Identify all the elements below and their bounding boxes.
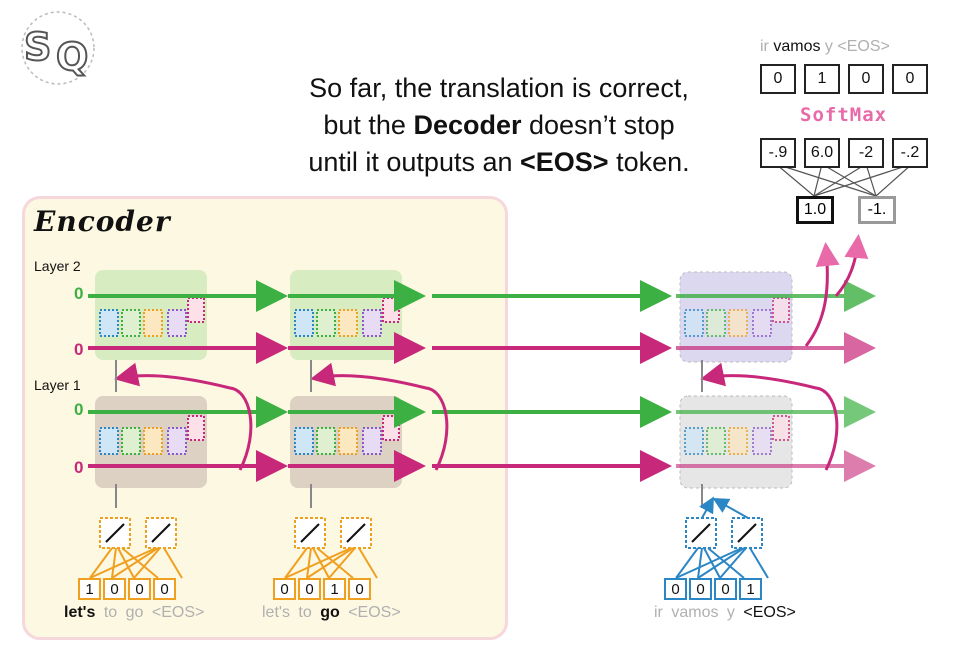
one-hot-cell: 0 (153, 578, 176, 600)
output-connections (775, 163, 913, 197)
one-hot-cell: 1 (323, 578, 346, 600)
layer-2-long-term-init: 0 (74, 340, 84, 359)
caption: So far, the translation is correct, but … (268, 70, 730, 181)
fc-input-value-1: 1.0 (796, 196, 834, 224)
one-hot-cell: 0 (128, 578, 151, 600)
input-1-one-hot-vector: 1 0 0 0 (78, 578, 176, 600)
encoder-title: Encoder (34, 205, 171, 238)
lstm-gates (99, 297, 790, 455)
caption-line-1: So far, the translation is correct, (309, 73, 689, 103)
one-hot-cell: 1 (739, 578, 762, 600)
softmax-output-cell: 0 (848, 64, 884, 94)
decoder-input-tokens: ir vamos y <EOS> (654, 604, 800, 622)
logit-cell: -.2 (892, 138, 928, 168)
one-hot-cell: 0 (298, 578, 321, 600)
logit-cell: 6.0 (804, 138, 840, 168)
token: y (726, 604, 735, 621)
softmax-output-cell: 0 (760, 64, 796, 94)
token: vamos (773, 38, 821, 55)
token: <EOS> (743, 604, 796, 621)
token: let's (64, 604, 96, 621)
caption-line-3: until it outputs an <EOS> token. (308, 147, 690, 177)
token: go (125, 604, 144, 621)
svg-text:S: S (24, 25, 51, 69)
logit-cell: -.9 (760, 138, 796, 168)
embedding-connectors (115, 360, 703, 508)
token: vamos (671, 604, 719, 621)
softmax-label: SoftMax (800, 104, 888, 126)
token: let's (262, 604, 290, 621)
token: ir (760, 38, 769, 55)
layer-2-short-term-init: 0 (74, 284, 84, 303)
input-2-tokens: let's to go <EOS> (262, 604, 405, 622)
one-hot-cell: 0 (348, 578, 371, 600)
one-hot-cell: 0 (714, 578, 737, 600)
token: <EOS> (837, 38, 890, 55)
token: <EOS> (348, 604, 401, 621)
one-hot-cell: 0 (689, 578, 712, 600)
layer-1-long-term-init: 0 (74, 458, 84, 477)
embedding-layer-input-2 (284, 517, 378, 579)
token: to (103, 604, 118, 621)
token: ir (654, 604, 663, 621)
short-term-memory-arrows (88, 280, 876, 428)
token: <EOS> (151, 604, 205, 621)
token: y (824, 38, 833, 55)
layer-1-short-term-init: 0 (74, 400, 84, 419)
logit-cell: -2 (848, 138, 884, 168)
softmax-output-cell: 0 (892, 64, 928, 94)
one-hot-cell: 1 (78, 578, 101, 600)
long-term-memory-arrows (88, 332, 876, 482)
output-tokens: ir vamos y <EOS> (760, 38, 890, 56)
one-hot-cell: 0 (103, 578, 126, 600)
input-2-one-hot-vector: 0 0 1 0 (273, 578, 371, 600)
token: to (298, 604, 312, 621)
logits-vector: -.9 6.0 -2 -.2 (760, 138, 928, 168)
decoder-input-one-hot-vector: 0 0 0 1 (664, 578, 762, 600)
layer-1-label: Layer 1 (34, 377, 81, 393)
layer-2-label: Layer 2 (34, 258, 81, 274)
layer-feedback-arrows (114, 234, 869, 471)
token: go (320, 604, 340, 621)
caption-line-2: but the Decoder doesn’t stop (323, 110, 675, 140)
fc-input-value-2: -1. (858, 196, 896, 224)
one-hot-cell: 0 (664, 578, 687, 600)
embedding-layer-input-1 (89, 517, 183, 579)
input-1-tokens: let's to go <EOS> (64, 604, 208, 622)
one-hot-cell: 0 (273, 578, 296, 600)
softmax-output-vector: 0 1 0 0 (760, 64, 928, 94)
svg-text:Q: Q (56, 35, 88, 79)
embedding-layer-decoder (675, 496, 769, 579)
softmax-output-cell: 1 (804, 64, 840, 94)
statquest-logo: S Q (21, 11, 95, 85)
